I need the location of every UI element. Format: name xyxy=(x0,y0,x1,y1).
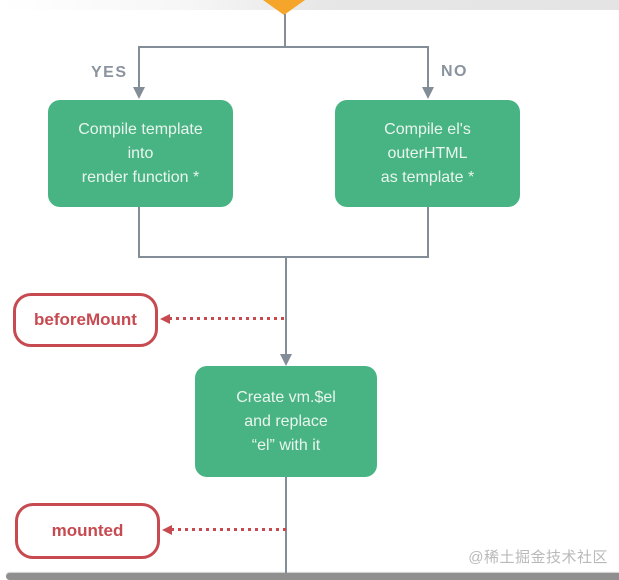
arrowhead-left-icon xyxy=(162,525,172,535)
node-compile-outerhtml: Compile el's outerHTML as template * xyxy=(335,100,520,207)
bottom-edge-bar xyxy=(6,573,619,580)
arrowhead-down-icon xyxy=(133,87,145,99)
hook-label: mounted xyxy=(51,521,124,540)
node-text-line: Create vm.$el xyxy=(236,388,336,406)
top-edge-shadow xyxy=(0,0,619,10)
dotted-connector-mounted xyxy=(171,528,286,531)
connector-after-create-vm-el xyxy=(285,477,287,573)
connector-no-branch xyxy=(427,46,429,88)
node-text-line: “el” with it xyxy=(251,436,321,454)
node-text-line: Compile el's xyxy=(384,120,471,138)
arrowhead-down-icon xyxy=(422,87,434,99)
node-compile-template: Compile template into render function * xyxy=(48,100,233,207)
branch-label-no: NO xyxy=(441,63,468,80)
connector-branch-split xyxy=(138,46,429,48)
branch-label-yes: YES xyxy=(91,64,128,81)
hook-before-mount: beforeMount xyxy=(13,293,158,347)
connector-yes-branch xyxy=(138,46,140,88)
connector-start xyxy=(284,14,286,48)
hook-label: beforeMount xyxy=(34,310,137,329)
node-text-line: outerHTML xyxy=(387,144,468,162)
dotted-connector-before-mount xyxy=(169,317,286,320)
node-create-vm-el: Create vm.$el and replace “el” with it xyxy=(195,366,377,477)
node-text-line: into xyxy=(127,144,154,162)
connector-right-merge xyxy=(427,207,429,258)
node-text-line: render function * xyxy=(81,168,200,186)
diamond-tip-icon xyxy=(263,0,305,15)
arrowhead-left-icon xyxy=(160,314,170,324)
arrowhead-down-icon xyxy=(280,354,292,366)
node-text-line: as template * xyxy=(380,168,475,186)
hook-mounted: mounted xyxy=(15,503,160,559)
watermark-text: @稀土掘金技术社区 xyxy=(468,549,608,566)
connector-left-merge xyxy=(138,207,140,258)
node-text-line: Compile template xyxy=(78,120,203,138)
connector-to-create-vm-el xyxy=(285,256,287,355)
connector-merge-bar xyxy=(138,256,429,258)
node-text-line: and replace xyxy=(244,412,328,430)
